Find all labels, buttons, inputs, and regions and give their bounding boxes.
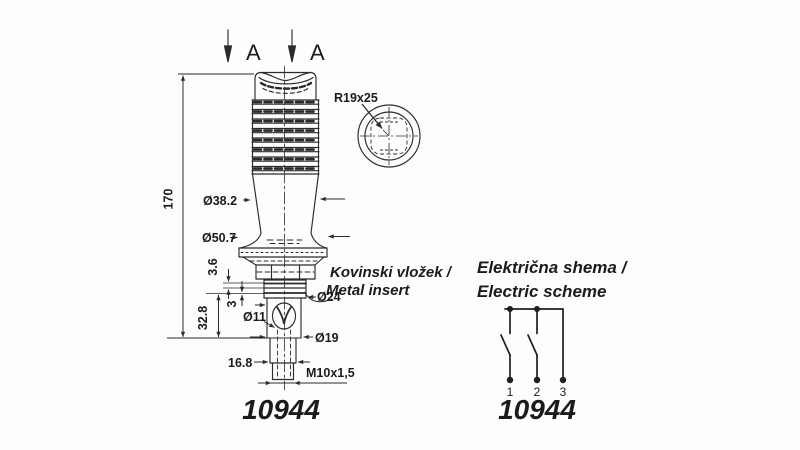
stem-diameter-label: Ø19 <box>315 331 339 345</box>
cable-hole-chamfer <box>276 306 292 325</box>
insert-gap-label: 3.6 <box>206 258 220 275</box>
section-cut-arrow-right <box>287 29 297 63</box>
overall-height-label: 170 <box>162 189 176 210</box>
lower-height-label: 32.8 <box>196 306 210 330</box>
radius-leader-arrow <box>361 103 383 129</box>
dimension-grip-diameter <box>243 196 345 203</box>
scheme-title-line2: Electric scheme <box>477 282 606 301</box>
grip-diameter-label: Ø38.2 <box>203 194 237 208</box>
section-label-a2: A <box>310 40 325 65</box>
knob-radius-label: R19x25 <box>334 91 378 105</box>
insert-diameter-label: Ø24 <box>317 290 341 304</box>
metal-insert <box>263 279 307 299</box>
insert-step-label: 3 <box>225 300 239 307</box>
scheme-part-number: 10944 <box>498 394 576 425</box>
dimension-flange-diameter <box>230 234 350 240</box>
dimension-overall-height <box>167 73 301 339</box>
stem <box>266 297 302 381</box>
section-view-a-a <box>357 103 421 168</box>
scheme-title-line1: Električna shema / <box>477 258 629 277</box>
hex-nut <box>255 264 316 280</box>
grip-body <box>251 173 320 234</box>
drawing-part-number: 10944 <box>242 394 320 425</box>
dimension-insert-gap <box>223 269 264 299</box>
grip-ribs <box>250 98 321 175</box>
electric-scheme-circuit <box>500 306 567 384</box>
terminal-label-1: 1 <box>507 385 514 399</box>
hole-diameter-label: Ø11 <box>243 310 266 324</box>
switch-2 <box>527 308 538 381</box>
dimension-insert-step <box>206 281 264 306</box>
dimension-hole-diameter <box>263 321 275 328</box>
junction-dots <box>506 306 567 384</box>
section-label-a1: A <box>246 40 261 65</box>
insert-note-line1: Kovinski vložek / <box>330 264 453 281</box>
dimension-insert-diameter <box>255 294 316 308</box>
switch-1 <box>500 308 511 381</box>
insert-note-line2: Metal insert <box>326 282 410 299</box>
section-cut-arrow-left <box>223 29 233 63</box>
grip-top-cap <box>254 71 317 101</box>
cable-hole <box>271 302 297 330</box>
thread-spec-label: M10x1,5 <box>306 366 355 380</box>
terminal-label-3: 3 <box>560 385 567 399</box>
flange-diameter-label: Ø50.7 <box>202 231 236 245</box>
flat-width-label: 16.8 <box>228 356 252 370</box>
terminal-label-2: 2 <box>534 385 541 399</box>
flange <box>238 232 328 266</box>
insert-note-leader <box>304 291 333 303</box>
